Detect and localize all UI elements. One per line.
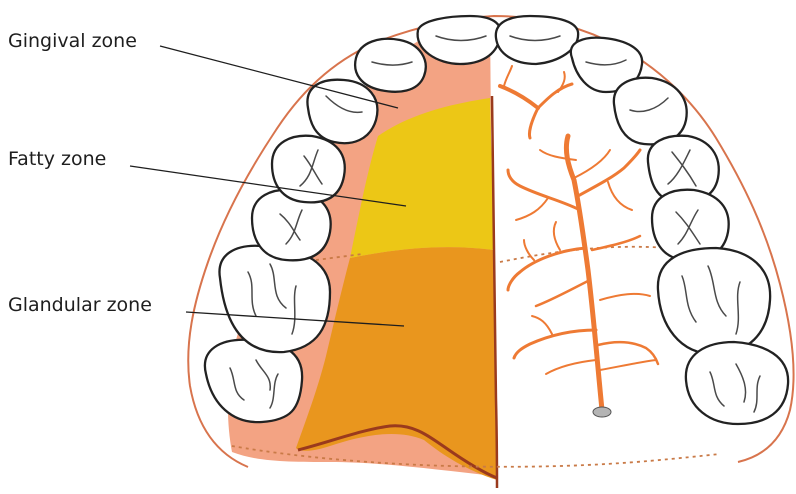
tooth-right-molar-2 <box>686 342 788 424</box>
anterior-vessel <box>500 66 572 138</box>
tooth-right-canine <box>614 78 687 145</box>
tooth-right-molar-1 <box>658 248 770 354</box>
greater-palatine-foramen <box>593 407 611 417</box>
palatine-vessel-tree <box>508 136 658 410</box>
tooth-left-molar-1 <box>219 246 330 352</box>
tooth-left-canine <box>307 80 377 143</box>
fatty-zone-label: Fatty zone <box>8 148 106 170</box>
glandular-zone-label: Glandular zone <box>8 294 152 316</box>
gingival-zone-label: Gingival zone <box>8 30 137 52</box>
